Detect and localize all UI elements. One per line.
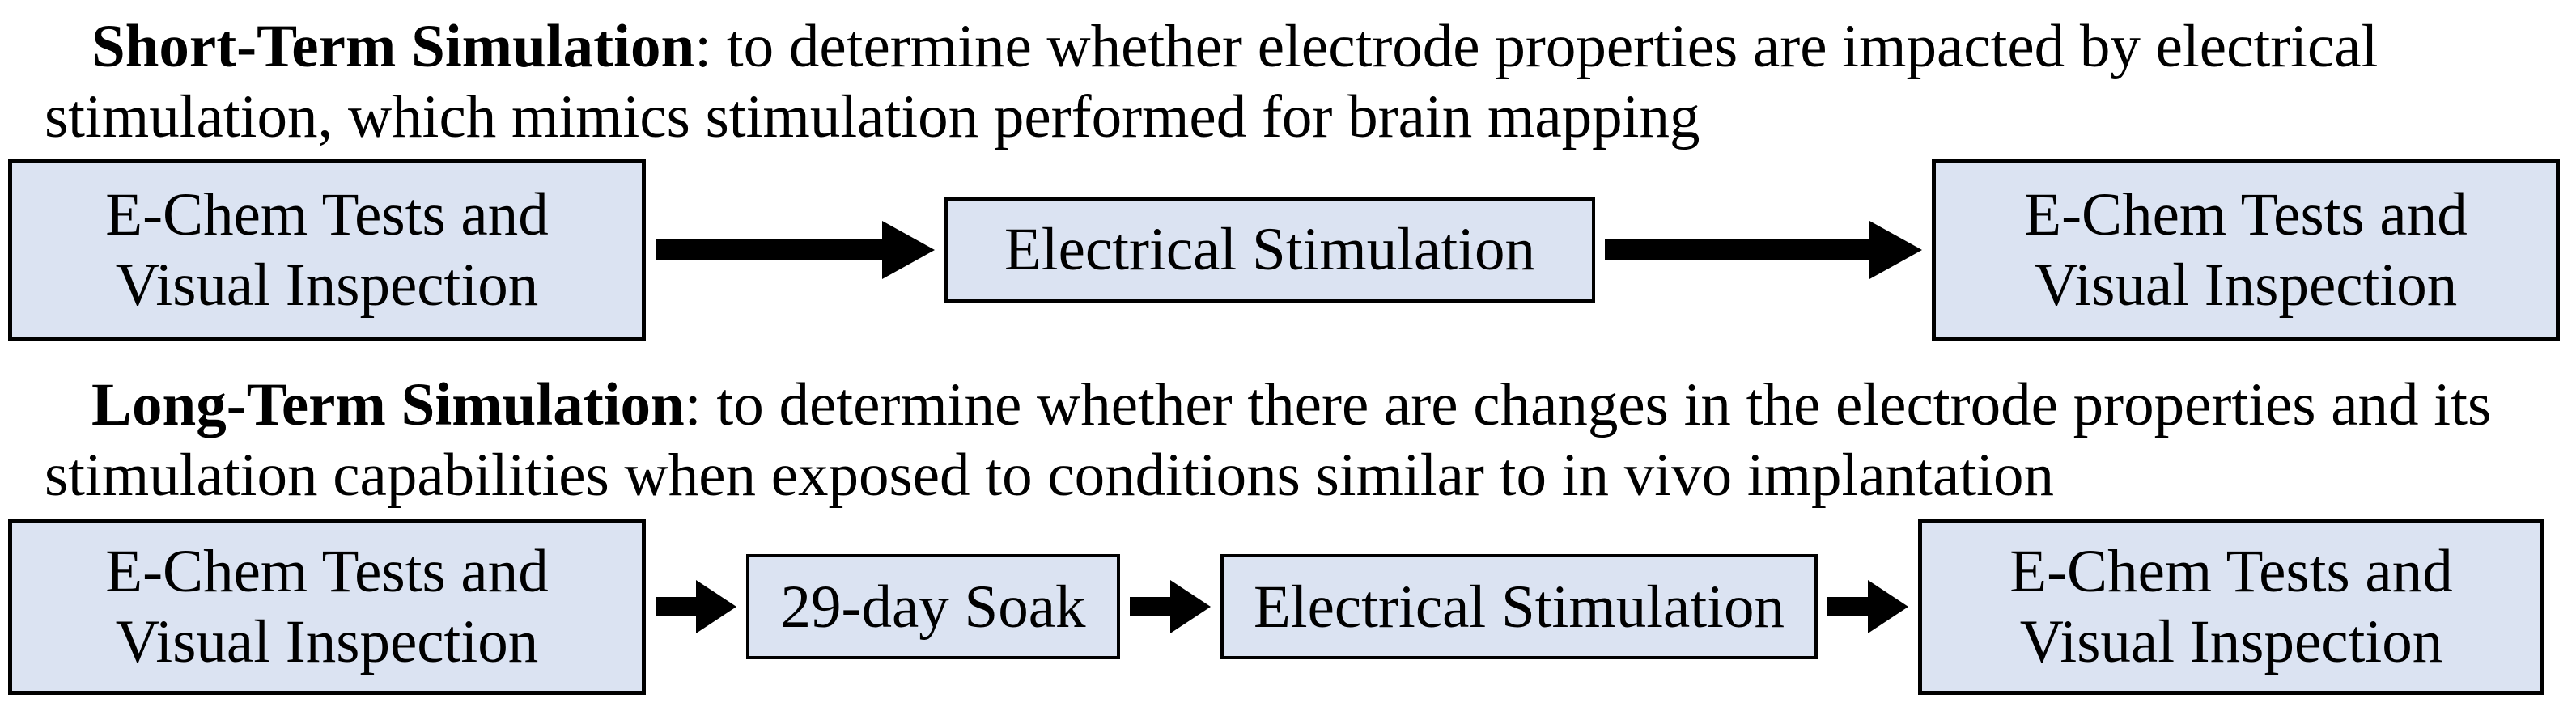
- short-term-heading-line2: stimulation, which mimics stimulation pe…: [45, 83, 1700, 150]
- arrow-shaft: [656, 597, 696, 616]
- node-electrical-stimulation-short: Electrical Stimulation: [944, 197, 1595, 303]
- long-term-heading-line2: stimulation capabilities when exposed to…: [45, 442, 2054, 509]
- arrow-head: [696, 580, 736, 633]
- arrow-right-icon: [1130, 580, 1211, 633]
- short-term-section: Short-Term Simulation: to determine whet…: [0, 11, 2576, 341]
- arrow-shaft: [656, 239, 882, 260]
- node-electrical-stimulation-long: Electrical Stimulation: [1220, 554, 1818, 659]
- long-term-section: Long-Term Simulation: to determine wheth…: [0, 370, 2576, 695]
- arrow-right-icon: [1827, 580, 1908, 633]
- short-term-heading-title: Short-Term Simulation: [91, 13, 695, 80]
- arrow-right-icon: [1605, 220, 1922, 279]
- arrow-shaft: [1130, 597, 1170, 616]
- arrow-shaft: [1605, 239, 1869, 260]
- long-term-heading-rest: : to determine whether there are changes…: [684, 371, 2492, 438]
- arrow-head: [1170, 580, 1211, 633]
- arrow-right-icon: [656, 580, 736, 633]
- node-29-day-soak: 29-day Soak: [746, 554, 1120, 659]
- short-term-heading: Short-Term Simulation: to determine whet…: [0, 11, 2576, 152]
- short-term-heading-rest: : to determine whether electrode propert…: [694, 13, 2379, 80]
- long-term-heading-title: Long-Term Simulation: [91, 371, 685, 438]
- arrow-shaft: [1827, 597, 1868, 616]
- arrow-head: [1869, 220, 1922, 279]
- arrow-head: [1868, 580, 1908, 633]
- arrow-right-icon: [656, 220, 935, 279]
- arrow-head: [882, 220, 935, 279]
- long-term-heading: Long-Term Simulation: to determine wheth…: [0, 370, 2576, 510]
